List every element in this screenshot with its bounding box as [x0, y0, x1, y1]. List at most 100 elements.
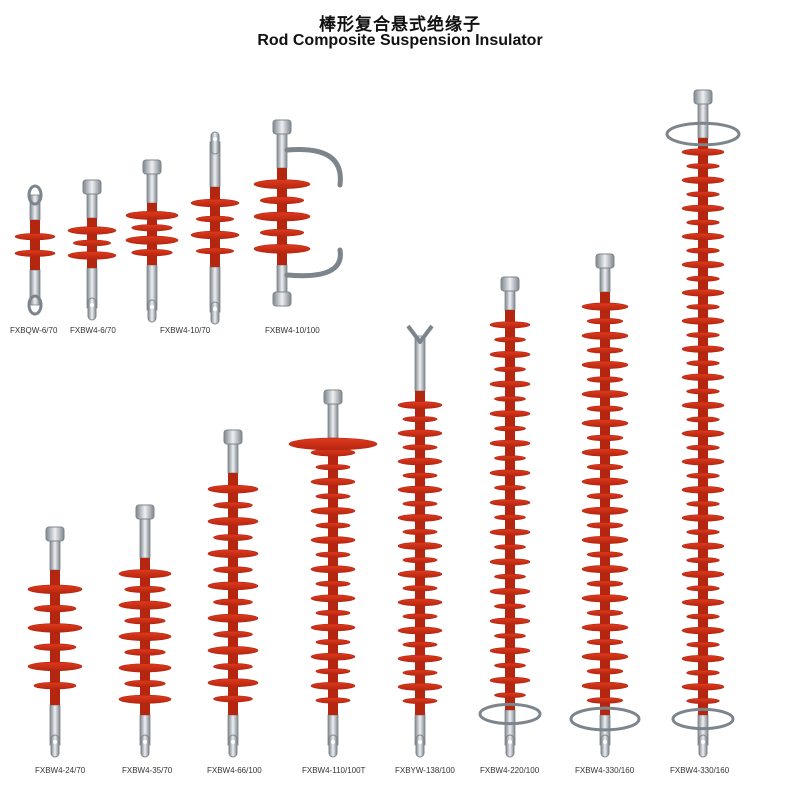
shed	[207, 581, 259, 591]
tongue-fitting	[698, 734, 708, 758]
shed	[489, 528, 531, 536]
shed	[681, 598, 725, 607]
shed	[586, 668, 624, 675]
shed	[315, 697, 351, 704]
shed	[315, 580, 351, 587]
shed	[581, 331, 629, 340]
shed	[489, 439, 531, 447]
shed	[195, 215, 235, 223]
shed	[586, 697, 624, 704]
tongue-fitting	[147, 299, 157, 323]
cap-fitting	[142, 159, 162, 175]
tongue-fitting	[228, 734, 238, 758]
shed	[253, 244, 311, 254]
shed	[686, 416, 720, 423]
shed	[213, 501, 253, 509]
shed	[315, 551, 351, 558]
shed	[124, 585, 166, 593]
tongue-fitting	[415, 734, 425, 758]
shed	[315, 522, 351, 529]
shed	[213, 598, 253, 606]
shed	[190, 230, 240, 240]
shed	[681, 148, 725, 156]
shed	[581, 623, 629, 632]
shed	[397, 683, 443, 691]
tongue-hole	[418, 740, 422, 744]
shed	[489, 587, 531, 595]
shed	[494, 662, 526, 669]
cap-fitting	[223, 429, 243, 445]
shed	[686, 641, 720, 648]
arcing-horn	[284, 247, 343, 279]
shed	[402, 641, 438, 648]
shed	[402, 416, 438, 423]
shed	[586, 609, 624, 617]
product-label: FXBW4-66/100	[207, 766, 262, 775]
shed	[681, 317, 725, 325]
shed	[681, 401, 725, 410]
shed	[310, 682, 356, 690]
grading-ring	[478, 702, 542, 726]
shed	[489, 617, 531, 625]
shed	[310, 652, 356, 661]
shed	[489, 499, 531, 507]
shed	[581, 681, 629, 690]
tongue-fitting	[87, 297, 97, 321]
shed	[397, 485, 443, 494]
shed	[686, 444, 720, 451]
tongue-hole	[150, 305, 154, 309]
shed	[27, 623, 83, 633]
shed	[397, 457, 443, 466]
tongue-hole	[331, 740, 335, 744]
tongue-fitting	[50, 734, 60, 758]
shed	[494, 455, 526, 461]
clevis-fitting	[406, 324, 434, 344]
shed	[681, 683, 725, 691]
shed	[686, 275, 720, 282]
tongue-fitting	[140, 734, 150, 758]
shed	[315, 668, 351, 675]
shed	[581, 506, 629, 515]
shed	[681, 373, 725, 381]
shed	[494, 396, 526, 402]
shed	[686, 388, 720, 395]
cap-fitting	[272, 291, 292, 307]
shed	[686, 191, 720, 198]
shed	[213, 630, 253, 638]
shed	[681, 542, 725, 550]
shed	[586, 347, 624, 354]
shed	[686, 163, 720, 170]
shed	[489, 350, 531, 358]
silicone-housing	[210, 187, 220, 267]
eye-fitting	[27, 294, 43, 316]
shed	[586, 463, 624, 471]
shed	[681, 429, 725, 438]
shed	[310, 477, 356, 486]
shed	[402, 697, 438, 704]
shed	[489, 558, 531, 566]
shed	[489, 321, 531, 329]
product-label: FXBW4-35/70	[122, 766, 173, 775]
page-title-english: Rod Composite Suspension Insulator	[257, 32, 543, 49]
shed	[581, 419, 629, 428]
shed	[397, 401, 443, 409]
shed	[681, 176, 725, 184]
shed	[213, 695, 253, 703]
tongue-hole	[701, 740, 705, 744]
tongue-hole	[603, 740, 607, 744]
shed	[33, 682, 77, 690]
cap-fitting	[500, 276, 520, 292]
shed	[686, 303, 720, 310]
eye-fitting	[27, 184, 43, 206]
shed	[586, 493, 624, 500]
silicone-housing	[505, 310, 515, 710]
shed	[581, 565, 629, 574]
shed	[686, 332, 720, 338]
silicone-housing	[328, 438, 338, 715]
shed	[207, 646, 259, 655]
shed	[489, 380, 531, 388]
shed	[686, 472, 720, 479]
tongue-fitting	[600, 734, 610, 758]
shed	[686, 669, 720, 676]
shed	[131, 224, 173, 232]
